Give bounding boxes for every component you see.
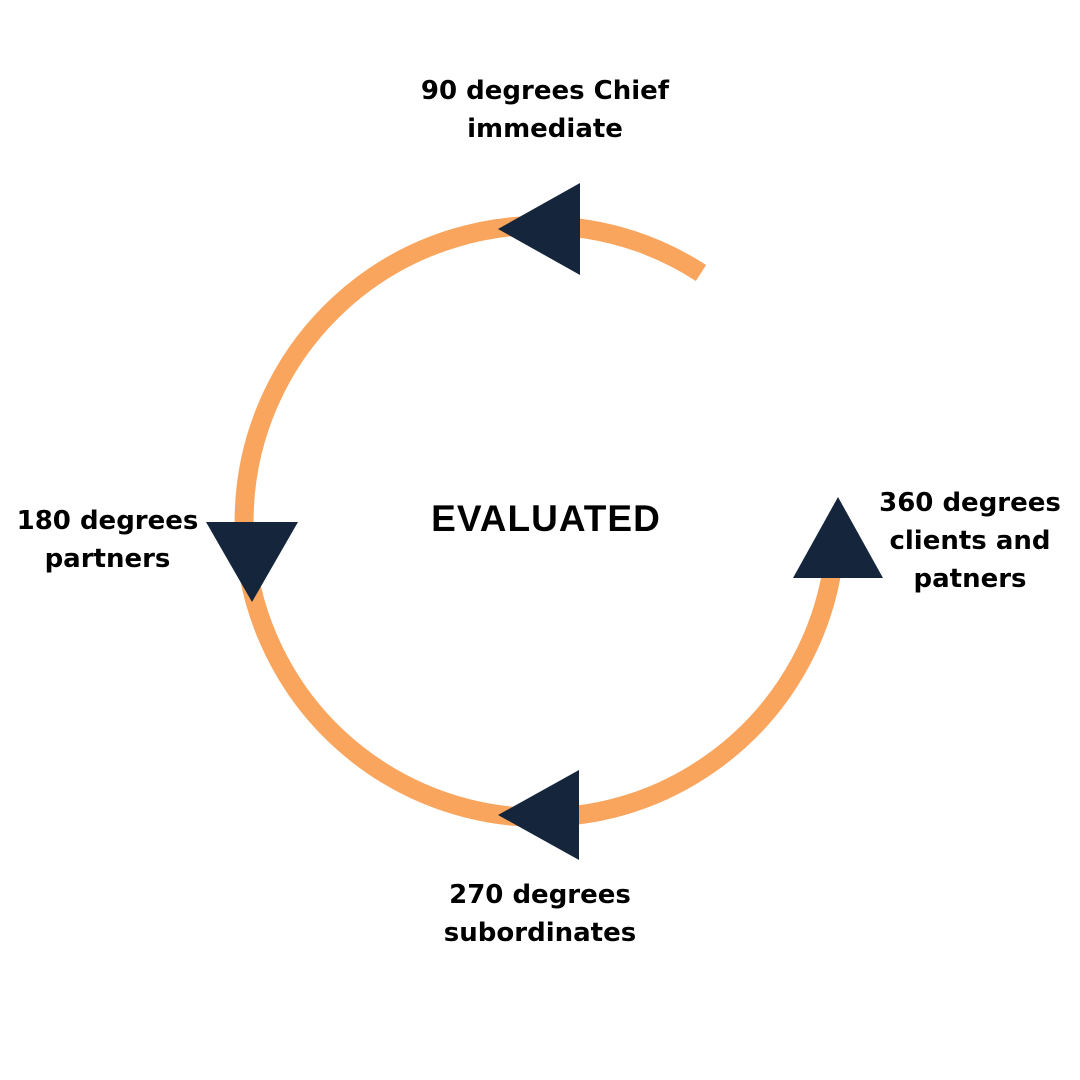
label-360-degrees: 360 degrees clients and patners (879, 488, 1061, 594)
arrow-left-down-pointing-icon (206, 522, 298, 602)
center-title: EVALUATED (431, 498, 661, 539)
arrow-right-up-pointing-icon (793, 497, 883, 578)
cycle-arc (234, 215, 845, 827)
label-270-degrees: 270 degrees subordinates (443, 880, 637, 948)
arrow-bottom-left-pointing-icon (498, 770, 579, 860)
label-180-degrees: 180 degrees partners (16, 506, 199, 574)
arrow-top-left-pointing-icon (498, 183, 580, 275)
label-90-degrees: 90 degrees Chief immediate (420, 76, 670, 144)
